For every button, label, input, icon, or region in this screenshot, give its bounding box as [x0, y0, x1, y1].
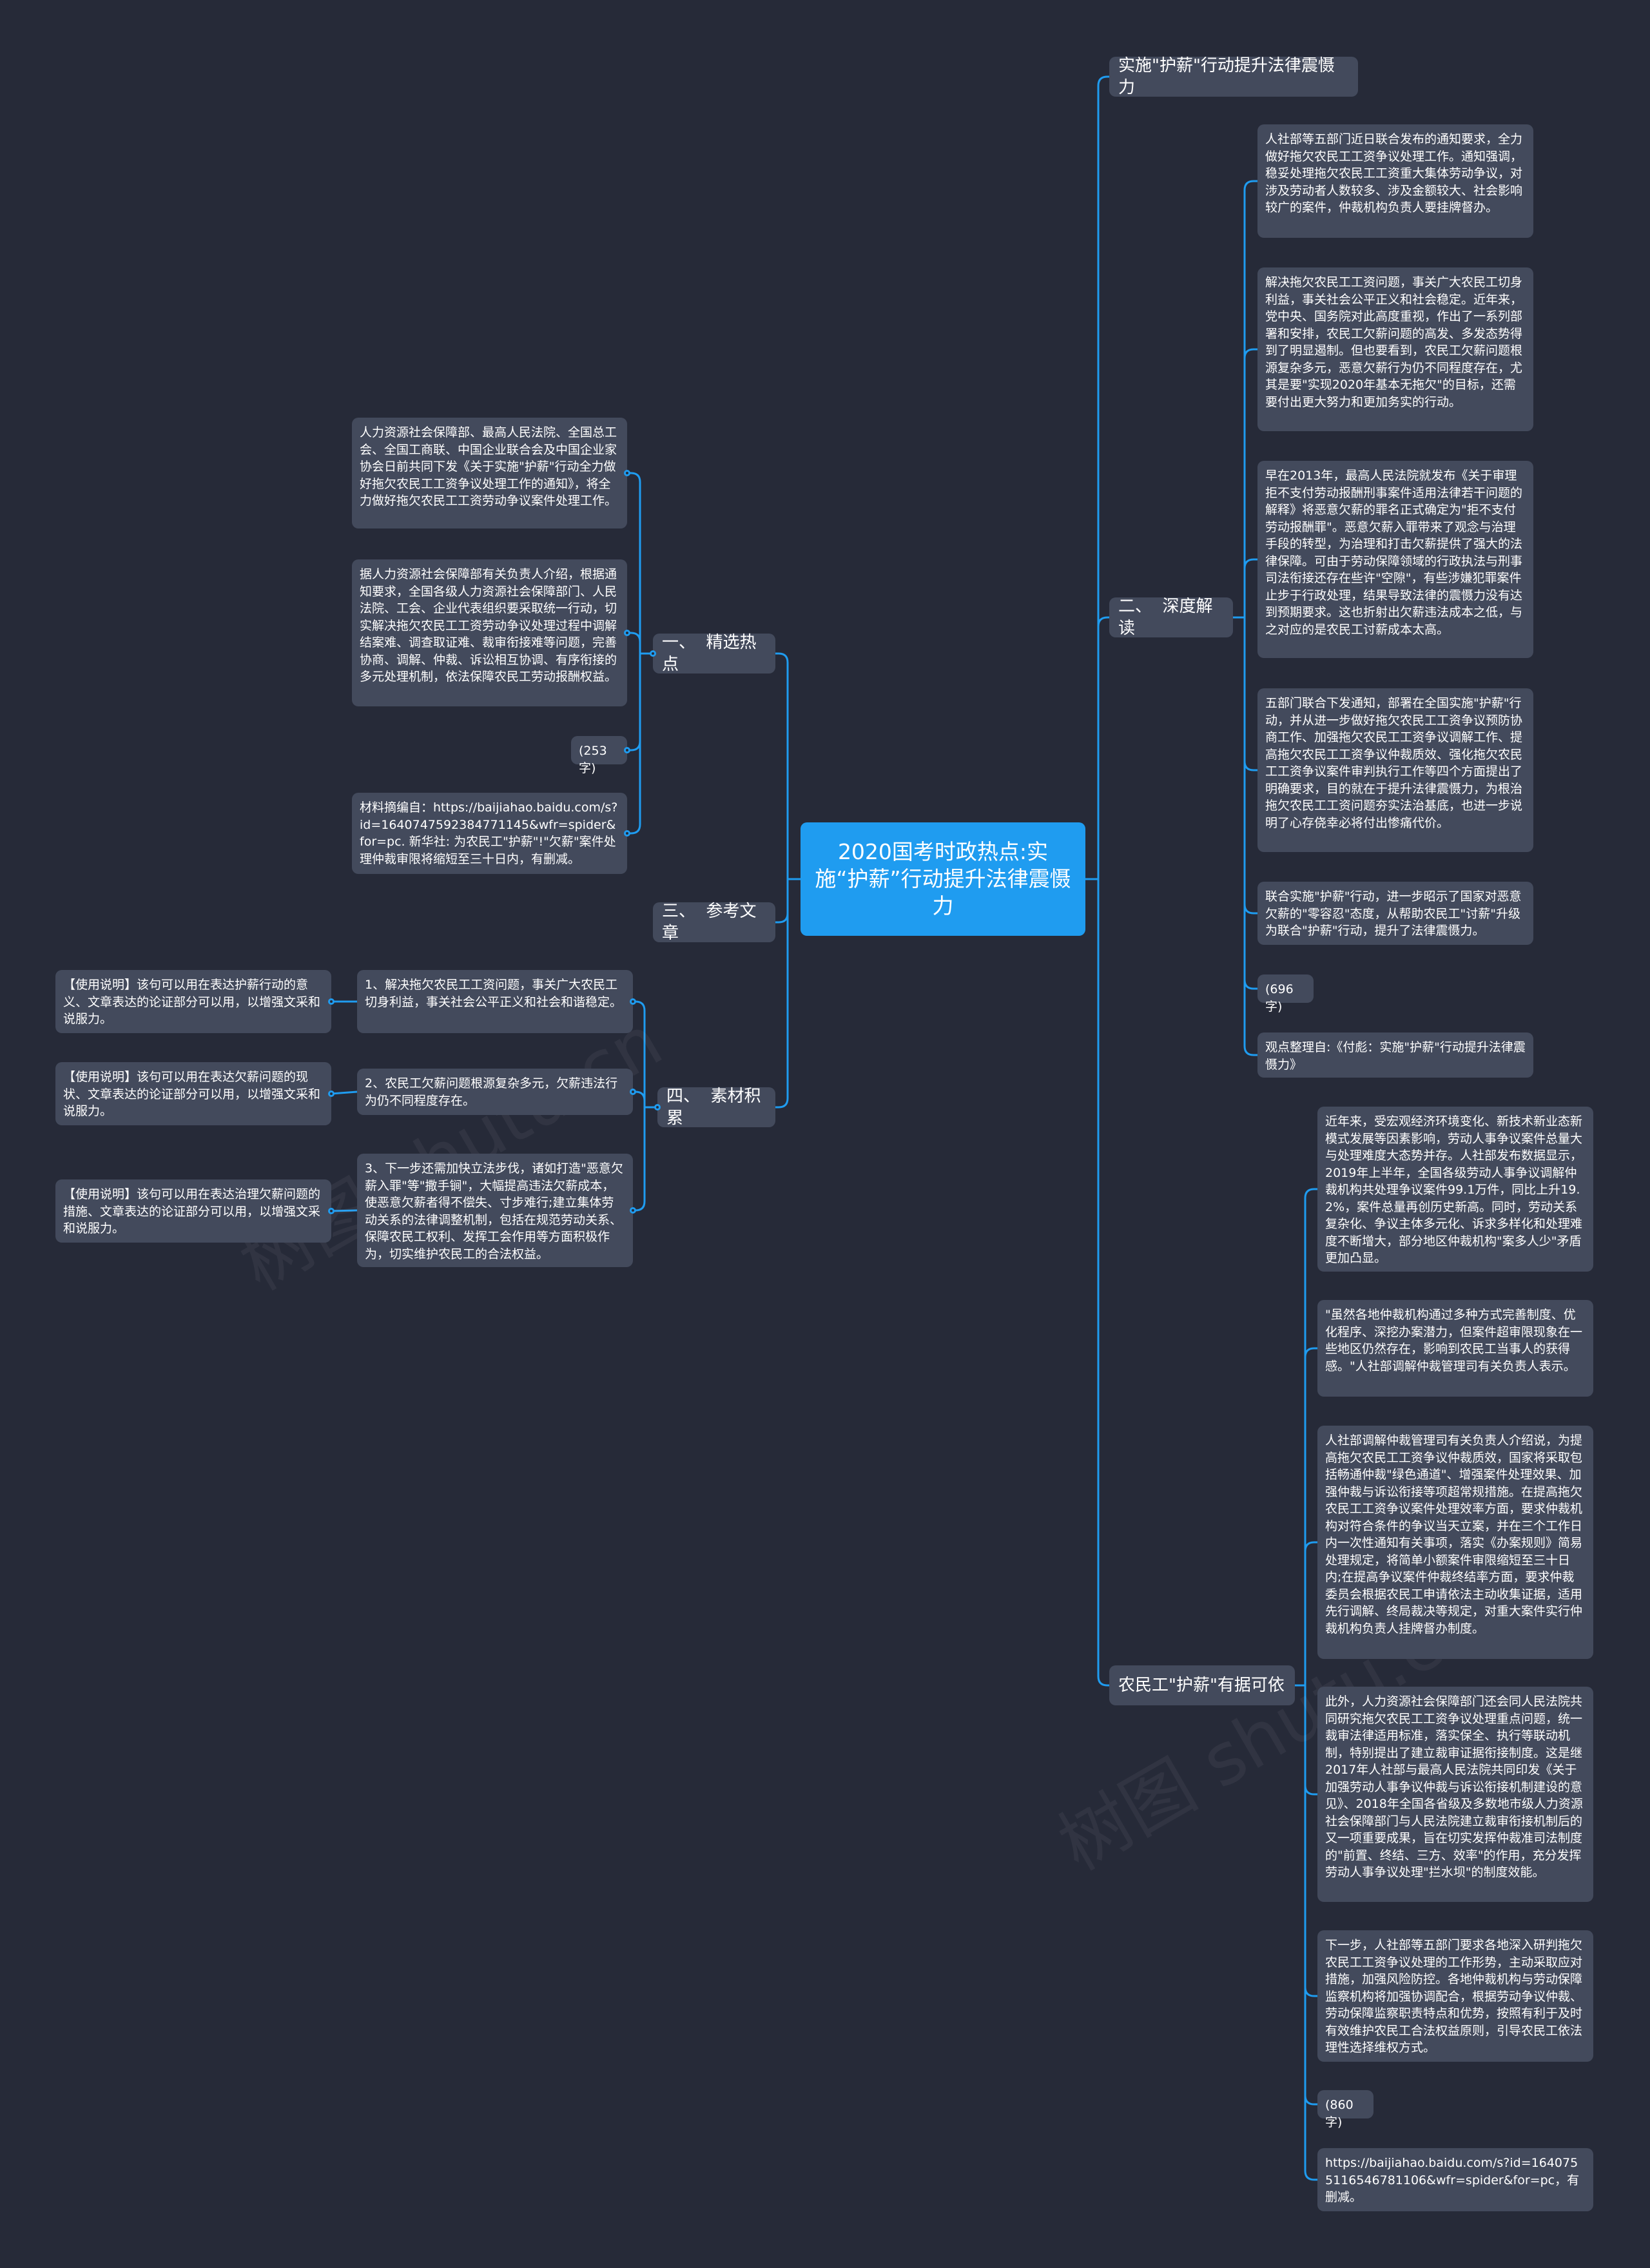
usage-note[interactable]: 【使用说明】该句可以用在表达护薪行动的意义、文章表达的论证部分可以用，以增强文采… — [55, 970, 331, 1033]
branch-reference-articles[interactable]: 三、 参考文章 — [653, 902, 775, 943]
legal-basis-paragraph[interactable]: 近年来，受宏观经济环境变化、新技术新业态新模式发展等因素影响，劳动人事争议案件总… — [1317, 1107, 1593, 1272]
connector-dot — [630, 1207, 636, 1214]
usage-note[interactable]: 【使用说明】该句可以用在表达治理欠薪问题的措施、文章表达的论证部分可以用，以增强… — [55, 1179, 331, 1243]
word-count-badge[interactable]: (696字) — [1257, 974, 1314, 1014]
hotspot-source-note[interactable]: 材料摘编自：https://baijiahao.baidu.com/s?id=1… — [352, 793, 627, 874]
connector-line — [1295, 1684, 1317, 2181]
connector-line — [633, 1106, 657, 1212]
connector-line — [1085, 75, 1109, 880]
connector-line — [1295, 1541, 1317, 1687]
branch-featured-hotspot[interactable]: 一、 精选热点 — [653, 633, 775, 674]
analysis-paragraph[interactable]: 人社部等五部门近日联合发布的通知要求，全力做好拖欠农民工工资争议处理工作。通知强… — [1257, 124, 1533, 238]
connector-line — [1233, 180, 1257, 619]
branch-material-accumulation[interactable]: 四、 素材积累 — [657, 1087, 775, 1128]
connector-dot — [650, 650, 656, 657]
connector-dot — [328, 1090, 335, 1097]
connector-dot — [624, 630, 630, 636]
material-sentence[interactable]: 2、农民工欠薪问题根源复杂多元，欠薪违法行为仍不同程度存在。 — [357, 1069, 633, 1115]
legal-basis-paragraph[interactable]: 下一步，人社部等五部门要求各地深入研判拖欠农民工工资争议处理的工作形势，主动采取… — [1317, 1930, 1593, 2062]
connector-dot — [630, 998, 636, 1005]
legal-basis-paragraph[interactable]: 此外，人力资源社会保障部门还会同人民法院共同研究拖欠农民工工资争议处理重点问题，… — [1317, 1687, 1593, 1902]
legal-basis-source-note[interactable]: https://baijiahao.baidu.com/s?id=1640755… — [1317, 2148, 1593, 2211]
connector-line — [1085, 878, 1109, 1687]
connector-line — [1085, 616, 1109, 880]
connector-line — [1233, 558, 1257, 619]
branch-legal-basis[interactable]: 农民工"护薪"有据可依 — [1109, 1665, 1295, 1705]
analysis-paragraph[interactable]: 联合实施"护薪"行动，进一步昭示了国家对恶意欠薪的"零容忍"态度，从帮助农民工"… — [1257, 882, 1533, 945]
analysis-paragraph[interactable]: 解决拖欠农民工工资问题，事关广大农民工切身利益，事关社会公平正义和社会稳定。近年… — [1257, 267, 1533, 431]
branch-in-depth-analysis[interactable]: 二、 深度解读 — [1109, 597, 1233, 638]
hotspot-paragraph[interactable]: 据人力资源社会保障部有关负责人介绍，根据通知要求，全国各级人力资源社会保障部门、… — [352, 559, 627, 706]
connector-dot — [654, 1104, 661, 1110]
connector-line — [331, 1090, 358, 1095]
connector-line — [1233, 616, 1257, 1056]
analysis-paragraph[interactable]: 五部门联合下发通知，部署在全国实施"护薪"行动，并从进一步做好拖欠农民工工资争议… — [1257, 688, 1533, 852]
connector-line — [627, 472, 653, 655]
connector-line — [331, 1209, 358, 1212]
material-sentence[interactable]: 1、解决拖欠农民工工资问题，事关广大农民工切身利益，事关社会公平正义和社会和谐稳… — [357, 970, 633, 1033]
connector-dot — [328, 998, 335, 1005]
connector-line — [1233, 348, 1257, 619]
connector-dot — [624, 470, 630, 476]
usage-note[interactable]: 【使用说明】该句可以用在表达欠薪问题的现状、文章表达的论证部分可以用，以增强文采… — [55, 1062, 331, 1125]
central-topic[interactable]: 2020国考时政热点:实施“护薪”行动提升法律震慑力 — [801, 822, 1085, 936]
connector-line — [1295, 1188, 1317, 1687]
connector-dot — [624, 830, 630, 837]
connector-dot — [328, 1208, 335, 1214]
analysis-paragraph[interactable]: 早在2013年，最高人民法院就发布《关于审理拒不支付劳动报酬刑事案件适用法律若干… — [1257, 461, 1533, 658]
material-sentence[interactable]: 3、下一步还需加快立法步伐，诸如打造"恶意欠薪入罪"等"撒手锏"，大幅提高违法欠… — [357, 1154, 633, 1267]
connector-line — [627, 632, 653, 655]
legal-basis-paragraph[interactable]: 人社部调解仲裁管理司有关负责人介绍说，为提高拖欠农民工工资争议仲裁质效，国家将采… — [1317, 1426, 1593, 1659]
branch-protect-salary-action[interactable]: 实施"护薪"行动提升法律震慑力 — [1109, 56, 1358, 97]
word-count-badge[interactable]: (253字) — [571, 736, 627, 775]
connector-line — [627, 652, 653, 835]
connector-line — [775, 652, 801, 880]
word-count-badge[interactable]: (860字) — [1317, 2090, 1373, 2129]
analysis-source-note[interactable]: 观点整理自:《付彪：实施"护薪"行动提升法律震慑力》 — [1257, 1032, 1533, 1078]
connector-line — [1295, 1347, 1317, 1687]
legal-basis-paragraph[interactable]: "虽然各地仲裁机构通过多种方式完善制度、优化程序、深挖办案潜力，但案件超审限现象… — [1317, 1300, 1593, 1397]
hotspot-paragraph[interactable]: 人力资源社会保障部、最高人民法院、全国总工会、全国工商联、中国企业联合会及中国企… — [352, 418, 627, 528]
connector-dot — [624, 747, 630, 753]
connector-dot — [630, 1089, 636, 1095]
connector-line — [775, 878, 801, 1109]
